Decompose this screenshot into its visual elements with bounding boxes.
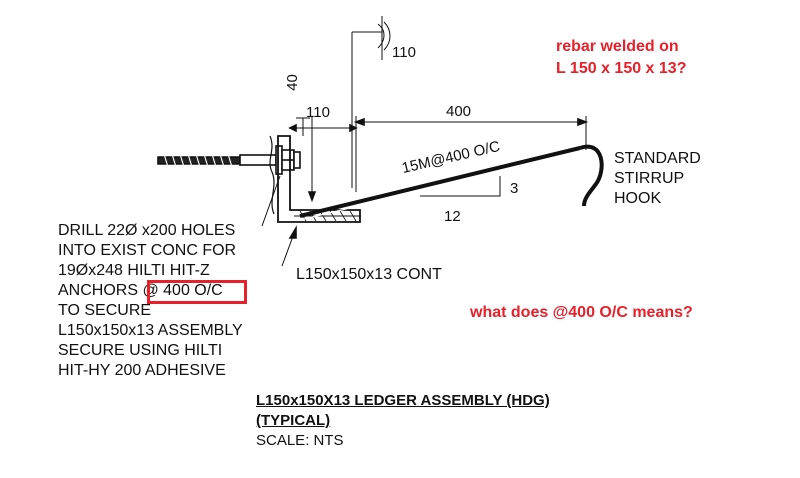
detail-title: L150x150X13 LEDGER ASSEMBLY (HDG) — [256, 392, 550, 409]
dim-110-top: 110 — [392, 44, 416, 61]
rebar-question-2: L 150 x 150 x 13? — [556, 60, 687, 77]
hook-label-3: HOOK — [614, 190, 662, 207]
drill-note-5: TO SECURE — [58, 302, 152, 319]
drill-note-2: INTO EXIST CONC FOR — [58, 242, 237, 259]
dim-40: 40 — [283, 74, 301, 91]
detail-subtitle: (TYPICAL) — [256, 412, 331, 429]
detail-scale: SCALE: NTS — [256, 432, 344, 449]
oc-highlight-box — [147, 280, 247, 304]
slope-run: 12 — [444, 208, 461, 225]
drill-note-1: DRILL 22Ø x200 HOLES — [58, 222, 236, 239]
rebar-question-1: rebar welded on — [556, 38, 679, 55]
drill-note-8: HIT-HY 200 ADHESIVE — [58, 362, 226, 379]
angle-label: L150x150x13 CONT — [296, 266, 442, 283]
slope-rise: 3 — [510, 180, 519, 197]
drill-note-4: ANCHORS @ 400 O/C — [58, 282, 223, 300]
drill-note-6: L150x150x13 ASSEMBLY — [58, 322, 243, 339]
hook-label-2: STIRRUP — [614, 170, 685, 187]
anchor-bolt — [157, 145, 301, 175]
hook-label-1: STANDARD — [614, 150, 701, 167]
concrete-face — [269, 135, 275, 215]
drill-note-3: 19Øx248 HILTI HIT-Z — [58, 262, 210, 279]
dim-110-left: 110 — [306, 104, 330, 121]
drill-note-4a: ANCHORS — [58, 282, 143, 299]
oc-question: what does @400 O/C means? — [470, 304, 693, 321]
drill-note-4b: @ 400 O/C — [142, 282, 223, 299]
dim-400: 400 — [446, 103, 472, 120]
rebar-15m — [299, 144, 604, 220]
drill-note-7: SECURE USING HILTI — [58, 342, 223, 359]
